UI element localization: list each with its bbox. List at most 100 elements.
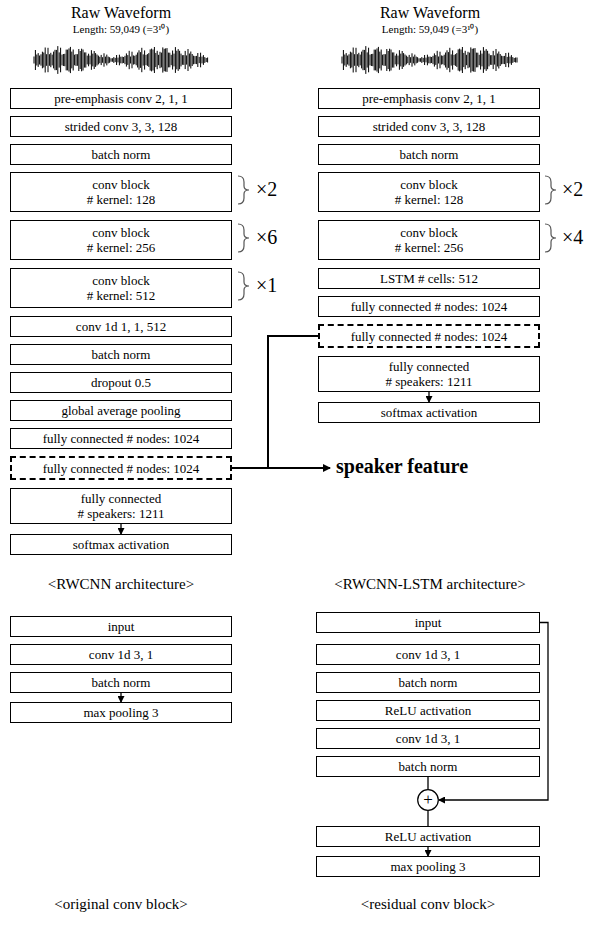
box-text: batch norm — [399, 759, 458, 774]
annotation-label: <RWCNN-LSTM architecture> — [305, 576, 555, 593]
connector — [232, 336, 318, 468]
annotation-label: Length: 59,049 (=3¹⁰) — [11, 23, 231, 36]
box-text: # kernel: 128 — [395, 192, 464, 207]
layer-box: conv block# kernel: 128 — [318, 172, 540, 212]
box-text: batch norm — [400, 147, 459, 162]
box-text: conv 1d 3, 1 — [396, 647, 460, 662]
box-text: # kernel: 256 — [87, 240, 156, 255]
box-text: # speakers: 1211 — [78, 506, 165, 521]
layer-box: conv 1d 1, 1, 512 — [10, 316, 232, 337]
box-text: conv block — [400, 225, 457, 240]
layer-box: conv 1d 3, 1 — [316, 728, 540, 749]
box-text: pre-emphasis conv 2, 1, 1 — [54, 91, 188, 106]
connector — [120, 524, 121, 534]
box-text: strided conv 3, 3, 128 — [373, 119, 486, 134]
annotation-label: ×4 — [562, 226, 583, 249]
layer-box: batch norm — [10, 344, 232, 365]
box-text: # speakers: 1211 — [386, 374, 473, 389]
box-text: conv block — [92, 177, 149, 192]
layer-box: softmax activation — [10, 534, 232, 555]
layer-box: LSTM # cells: 512 — [318, 268, 540, 289]
box-text: batch norm — [92, 675, 151, 690]
box-text: batch norm — [399, 675, 458, 690]
box-text: strided conv 3, 3, 128 — [65, 119, 178, 134]
layer-box: ReLU activation — [316, 826, 540, 847]
layer-box: input — [10, 616, 232, 637]
layer-box: ReLU activation — [316, 700, 540, 721]
box-text: max pooling 3 — [83, 705, 158, 720]
box-text: LSTM # cells: 512 — [380, 271, 478, 286]
connector — [427, 811, 428, 826]
connector — [427, 777, 428, 789]
layer-box: batch norm — [10, 672, 232, 693]
feature-box: fully connected # nodes: 1024 — [318, 324, 540, 348]
layer-box: fully connected# speakers: 1211 — [10, 488, 232, 524]
annotation-label: Length: 59,049 (=3¹⁰) — [320, 23, 540, 36]
box-text: ReLU activation — [385, 829, 471, 844]
layer-box: conv 1d 3, 1 — [10, 644, 232, 665]
box-text: dropout 0.5 — [91, 375, 151, 390]
layer-box: conv block# kernel: 128 — [10, 172, 232, 212]
layer-box: max pooling 3 — [10, 702, 232, 723]
annotation-label: <RWCNN architecture> — [6, 576, 236, 593]
box-text: conv block — [92, 225, 149, 240]
repeat-bracket — [238, 272, 249, 300]
box-text: input — [108, 619, 135, 634]
box-text: + — [423, 791, 433, 809]
sum-circle: + — [417, 789, 439, 811]
box-text: # kernel: 128 — [87, 192, 156, 207]
layer-box: batch norm — [316, 756, 540, 777]
layer-box: batch norm — [10, 144, 232, 165]
layer-box: batch norm — [318, 144, 540, 165]
box-text: ReLU activation — [385, 703, 471, 718]
box-text: global average pooling — [61, 403, 180, 418]
repeat-bracket — [238, 224, 249, 252]
layer-box: strided conv 3, 3, 128 — [10, 116, 232, 137]
repeat-bracket — [545, 176, 556, 204]
layer-box: conv 1d 3, 1 — [316, 644, 540, 665]
layer-box: batch norm — [316, 672, 540, 693]
layer-box: fully connected# speakers: 1211 — [318, 356, 540, 392]
layer-box: conv block# kernel: 256 — [318, 220, 540, 260]
box-text: pre-emphasis conv 2, 1, 1 — [362, 91, 496, 106]
layer-box: conv block# kernel: 256 — [10, 220, 232, 260]
annotation-label: Raw Waveform — [320, 4, 540, 22]
layer-box: softmax activation — [318, 402, 540, 423]
box-text: fully connected — [81, 491, 162, 506]
box-text: batch norm — [92, 147, 151, 162]
annotation-label: <original conv block> — [6, 896, 236, 913]
layer-box: fully connected # nodes: 1024 — [10, 428, 232, 449]
waveform — [34, 46, 208, 74]
annotation-label: ×1 — [256, 274, 277, 297]
layer-box: conv block# kernel: 512 — [10, 268, 232, 308]
layer-box: max pooling 3 — [316, 856, 540, 877]
repeat-bracket — [238, 176, 249, 204]
layer-box: pre-emphasis conv 2, 1, 1 — [318, 88, 540, 109]
waveform — [342, 46, 517, 74]
layer-box: strided conv 3, 3, 128 — [318, 116, 540, 137]
box-text: conv block — [400, 177, 457, 192]
layer-box: input — [316, 612, 540, 633]
box-text: fully connected # nodes: 1024 — [43, 461, 200, 476]
box-text: # kernel: 256 — [395, 240, 464, 255]
connector — [427, 847, 428, 856]
box-text: softmax activation — [381, 405, 477, 420]
box-text: batch norm — [92, 347, 151, 362]
feature-label: speaker feature — [336, 455, 468, 478]
connector — [120, 693, 121, 702]
box-text: fully connected — [389, 359, 470, 374]
box-text: conv 1d 3, 1 — [396, 731, 460, 746]
feature-arrow — [268, 467, 330, 469]
feature-box: fully connected # nodes: 1024 — [10, 456, 232, 480]
box-text: max pooling 3 — [390, 859, 465, 874]
box-text: fully connected # nodes: 1024 — [351, 329, 508, 344]
annotation-label: Raw Waveform — [11, 4, 231, 22]
box-text: conv 1d 3, 1 — [89, 647, 153, 662]
annotation-label: ×2 — [562, 178, 583, 201]
box-text: softmax activation — [73, 537, 169, 552]
layer-box: fully connected # nodes: 1024 — [318, 296, 540, 317]
box-text: # kernel: 512 — [87, 288, 156, 303]
repeat-bracket — [545, 224, 556, 252]
box-text: conv 1d 1, 1, 512 — [76, 319, 166, 334]
